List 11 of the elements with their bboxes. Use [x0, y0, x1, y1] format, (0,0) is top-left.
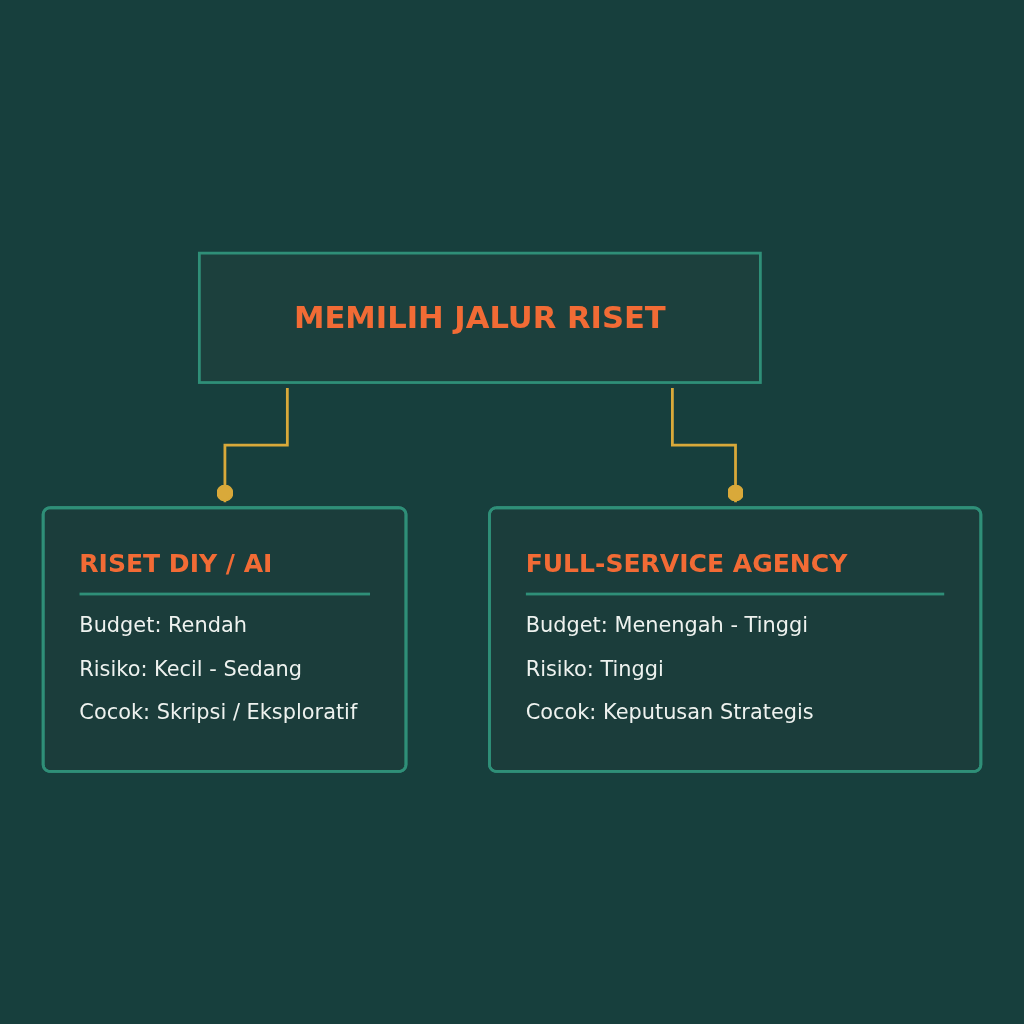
body-text: Budget: Menengah - Tinggi — [525, 611, 809, 637]
heading-text: FULL-SERVICE AGENCY — [525, 543, 945, 596]
connector-line — [671, 387, 744, 502]
body-text: Cocok: Keputusan Strategis — [525, 699, 814, 725]
heading-text: RISET DIY / AI — [79, 543, 370, 596]
body-text: Risiko: Kecil - Sedang — [79, 655, 303, 681]
heading-text: MEMILIH JALUR RISET — [292, 299, 667, 337]
body-text: Risiko: Tinggi — [525, 655, 664, 681]
connector-line — [216, 387, 289, 502]
body-text: Cocok: Skripsi / Eksploratif — [79, 699, 358, 725]
body-text: Budget: Rendah — [79, 611, 247, 637]
